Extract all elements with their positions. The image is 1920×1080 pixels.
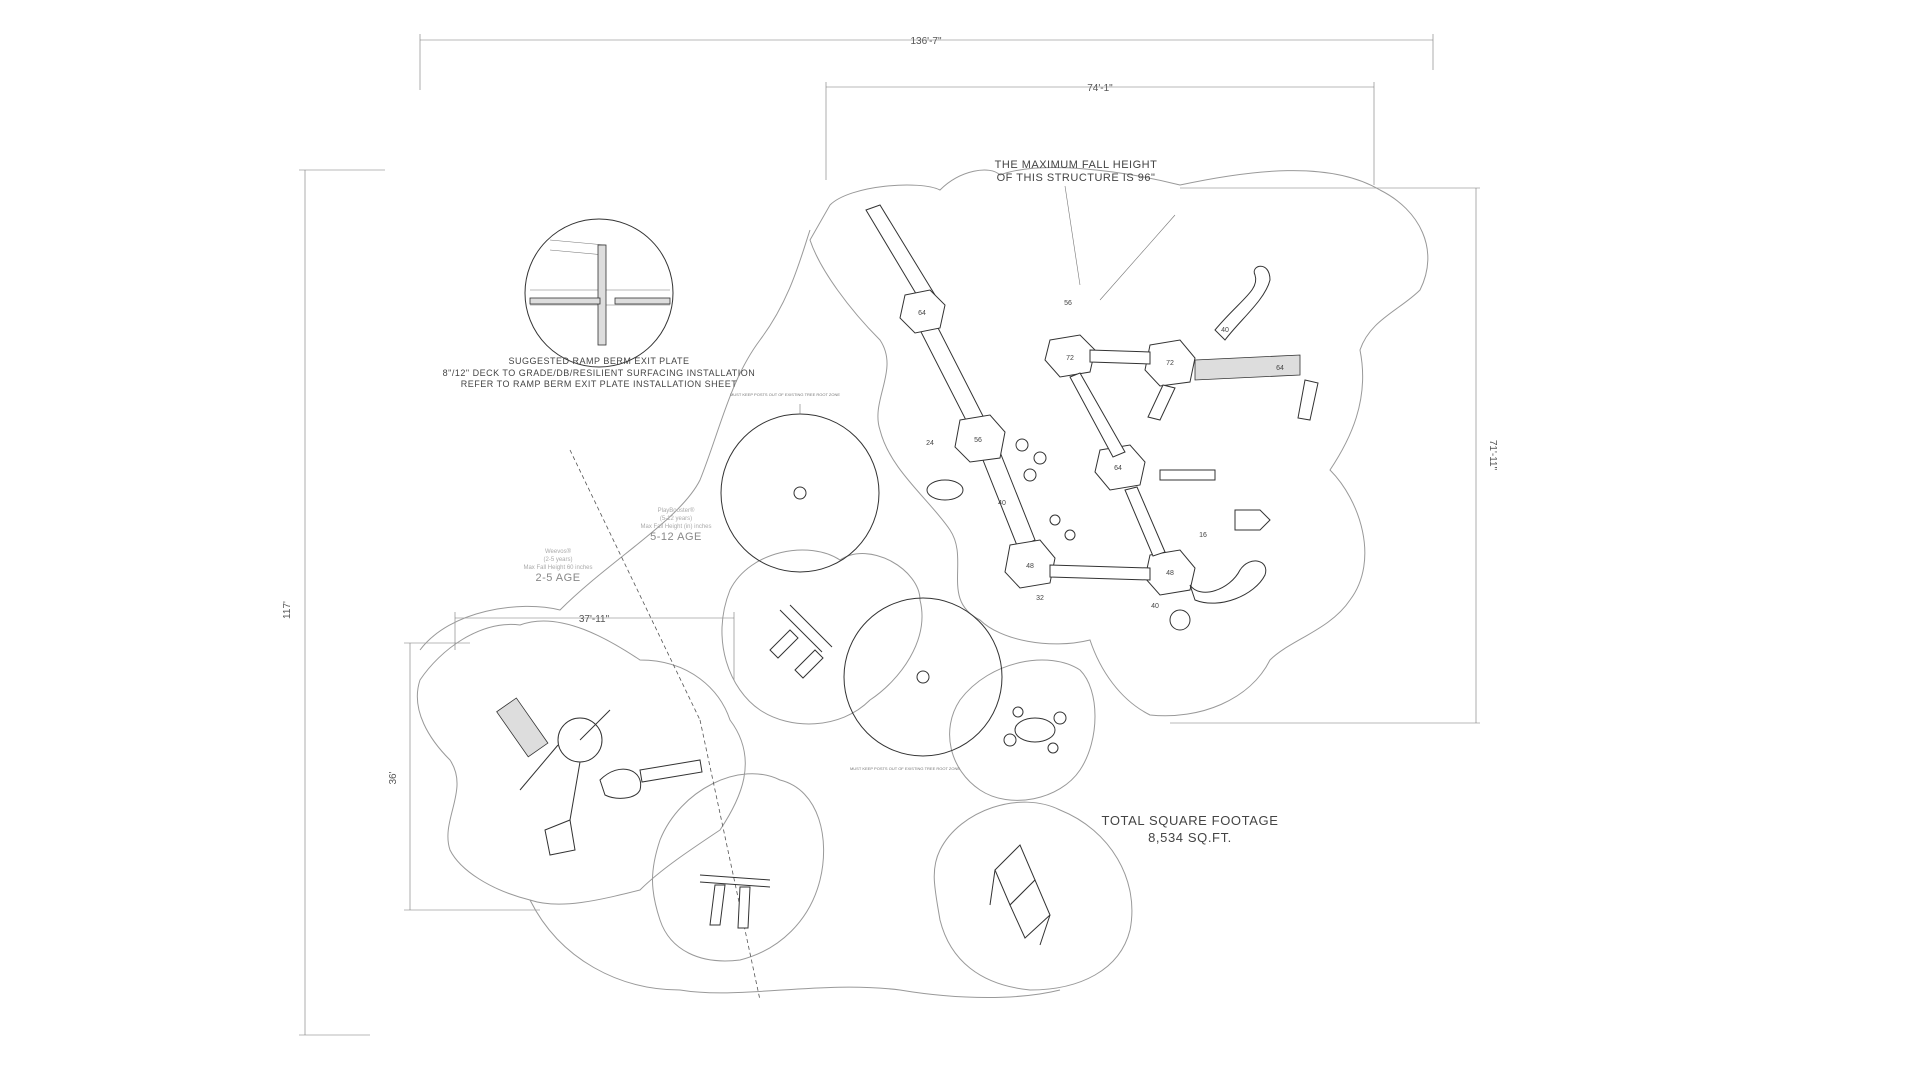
deck-number-11: 56 bbox=[1064, 300, 1072, 307]
deck-f bbox=[1094, 444, 1146, 491]
outer-surfacing-boundary-south bbox=[529, 899, 1061, 998]
detail-line2: 8"/12" DECK TO GRADE/DB/RESILIENT SURFAC… bbox=[443, 368, 756, 378]
climber-ring-1 bbox=[1015, 438, 1029, 452]
swing-set-1 bbox=[769, 604, 833, 679]
deck-number-14: 40 bbox=[998, 500, 1006, 507]
climber-ring-3 bbox=[1023, 468, 1037, 482]
tree-root-zone-2: MUST KEEP POSTS OUT OF EXISTING TREE ROO… bbox=[843, 597, 1003, 771]
outer-surfacing-boundary bbox=[419, 229, 811, 651]
ladder-west bbox=[1147, 384, 1176, 421]
fall-height-line1: THE MAXIMUM FALL HEIGHT bbox=[995, 159, 1158, 171]
toddler-play-structure bbox=[496, 697, 703, 856]
deck-e bbox=[1144, 339, 1196, 387]
bridge-2 bbox=[1069, 372, 1126, 458]
deck-number-3: 56 bbox=[974, 437, 982, 444]
deck-c bbox=[1004, 539, 1056, 589]
older-sub1: PlayBooster® bbox=[658, 507, 695, 514]
toddler-use-zone bbox=[416, 620, 746, 905]
deck-number-4: 72 bbox=[1166, 360, 1174, 367]
horizontal-ladder bbox=[926, 479, 964, 501]
deck-number-6: 48 bbox=[1026, 563, 1034, 570]
climber-pod bbox=[1169, 609, 1191, 631]
deck-number-13: 16 bbox=[1199, 532, 1207, 539]
main-structure-use-zone bbox=[809, 167, 1429, 717]
older-age-label: 5-12 AGE bbox=[650, 531, 702, 543]
overall-height-label: 117' bbox=[282, 601, 293, 619]
toddler-panel bbox=[544, 819, 576, 856]
younger-sub3: Max Fall Height 60 inches bbox=[523, 565, 592, 571]
tree-note-2: MUST KEEP POSTS OUT OF EXISTING TREE ROO… bbox=[850, 766, 960, 771]
structure-width-label: 74'-1" bbox=[1087, 83, 1113, 94]
bridge-3 bbox=[1124, 486, 1166, 557]
climber-ring-2 bbox=[1033, 451, 1047, 465]
total-sqft-label: TOTAL SQUARE FOOTAGE bbox=[1102, 813, 1279, 828]
dimension-toddler-height: 36' bbox=[388, 642, 540, 911]
tube-slide bbox=[1189, 560, 1267, 604]
toddler-climbing-wall bbox=[496, 697, 549, 758]
detail-title: SUGGESTED RAMP BERM EXIT PLATE bbox=[508, 356, 689, 366]
straight-slide bbox=[1159, 469, 1216, 481]
use-zone-outlines bbox=[416, 167, 1429, 998]
spiral-slide bbox=[1214, 265, 1271, 341]
overall-width-label: 136'-7" bbox=[910, 36, 941, 47]
older-sub3: Max Fall Height (in) inches bbox=[640, 524, 711, 530]
main-play-structure: 64 72 56 72 64 48 48 40 40 64 56 24 16 4… bbox=[865, 204, 1319, 631]
deck-a bbox=[899, 289, 946, 334]
deck-number-7: 48 bbox=[1166, 570, 1174, 577]
younger-age-label-group: Weevos® (2-5 years) Max Fall Height 60 i… bbox=[523, 548, 592, 584]
ladder-east bbox=[1297, 379, 1319, 421]
deck-number-15: 32 bbox=[1036, 595, 1044, 602]
ramp-middle bbox=[919, 321, 986, 429]
climber-zone bbox=[933, 801, 1133, 991]
toddler-spiral-climber bbox=[599, 768, 642, 799]
deck-number-8: 40 bbox=[1151, 603, 1159, 610]
older-sub2: (5-12 years) bbox=[660, 516, 692, 522]
deck-d bbox=[1044, 334, 1096, 378]
spinner-zone bbox=[949, 659, 1096, 801]
ramp-north bbox=[865, 204, 936, 303]
crawl-tunnel bbox=[1194, 354, 1301, 381]
deck-number-10: 64 bbox=[1276, 365, 1284, 372]
dimension-overall-width: 136'-7" bbox=[419, 34, 1434, 90]
total-square-footage: TOTAL SQUARE FOOTAGE 8,534 SQ.FT. bbox=[1102, 813, 1279, 845]
panel-climber bbox=[989, 844, 1051, 946]
dimension-overall-height: 117' bbox=[282, 169, 385, 1036]
total-sqft-value: 8,534 SQ.FT. bbox=[1148, 830, 1232, 845]
structure-height-label: 71'-11" bbox=[1487, 440, 1498, 471]
detail-line3: REFER TO RAMP BERM EXIT PLATE INSTALLATI… bbox=[461, 379, 737, 389]
deck-number-5: 64 bbox=[1114, 465, 1122, 472]
swing-zone-1 bbox=[721, 549, 923, 725]
age-separation-line-2 bbox=[699, 719, 761, 1001]
tree-note-1: MUST KEEP POSTS OUT OF EXISTING TREE ROO… bbox=[730, 392, 840, 397]
older-age-label-group: PlayBooster® (5-12 years) Max Fall Heigh… bbox=[640, 507, 711, 543]
dimension-structure-width: 74'-1" bbox=[825, 82, 1375, 185]
deck-number-2: 72 bbox=[1066, 355, 1074, 362]
toddler-height-label: 36' bbox=[388, 771, 399, 784]
younger-sub1: Weevos® bbox=[545, 548, 572, 555]
tree-root-zone-1: MUST KEEP POSTS OUT OF EXISTING TREE ROO… bbox=[720, 392, 880, 573]
climber-ring-5 bbox=[1064, 529, 1076, 541]
bridge-1 bbox=[1089, 349, 1151, 365]
younger-age-label: 2-5 AGE bbox=[535, 572, 580, 584]
dimension-toddler-width: 37'-11" bbox=[454, 612, 735, 680]
sign-arrow bbox=[1234, 509, 1271, 531]
deck-number-1: 64 bbox=[918, 310, 926, 317]
deck-number-12: 24 bbox=[926, 440, 934, 447]
climber-ring-4 bbox=[1049, 514, 1061, 526]
toddler-width-label: 37'-11" bbox=[579, 614, 610, 625]
fall-height-line2: OF THIS STRUCTURE IS 96" bbox=[997, 172, 1156, 184]
swing-zone-2 bbox=[652, 773, 825, 962]
bridge-4 bbox=[1049, 564, 1151, 581]
younger-sub2: (2-5 years) bbox=[543, 557, 572, 563]
deck-number-9: 40 bbox=[1221, 327, 1229, 334]
deck-b bbox=[954, 414, 1006, 463]
dimension-structure-height: 71'-11" bbox=[1170, 187, 1498, 724]
fall-height-note: THE MAXIMUM FALL HEIGHT OF THIS STRUCTUR… bbox=[995, 159, 1176, 301]
toddler-slide bbox=[639, 759, 703, 783]
age-separation-line bbox=[569, 449, 701, 721]
ramp-berm-detail: SUGGESTED RAMP BERM EXIT PLATE 8"/12" DE… bbox=[443, 218, 756, 389]
spinner-equipment bbox=[1003, 706, 1067, 754]
swing-set-2 bbox=[699, 874, 771, 929]
